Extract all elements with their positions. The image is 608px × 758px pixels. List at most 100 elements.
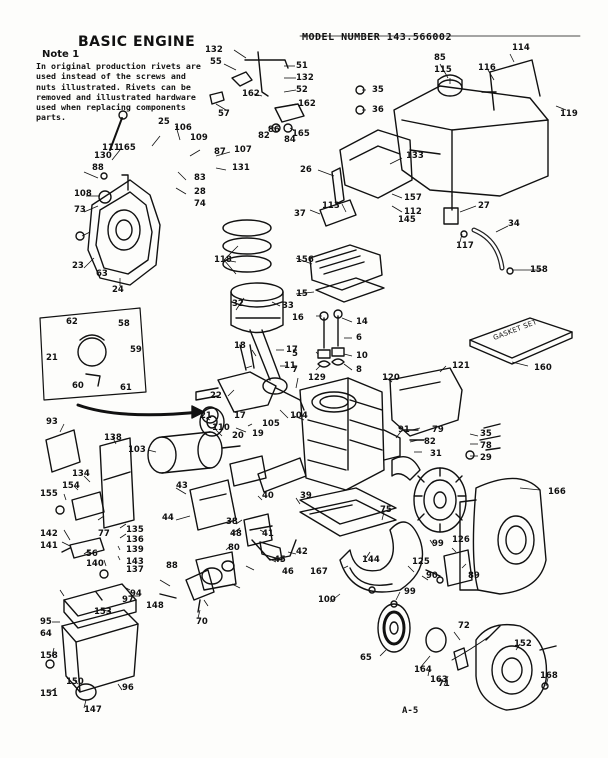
callout-number: 137 [126, 565, 144, 575]
callout-number: 147 [84, 705, 102, 715]
callout-number: 45 [274, 555, 286, 565]
callout-number: 107 [234, 145, 252, 155]
callout-number: 99 [432, 539, 444, 549]
callout-number: 106 [174, 123, 192, 133]
flywheel-part [199, 407, 225, 437]
callout-number: 71 [438, 679, 450, 689]
callout-number: 144 [362, 555, 380, 565]
callout-number: 75 [380, 505, 392, 515]
callout-number: 37 [294, 209, 306, 219]
callout-number: 156 [296, 255, 314, 265]
callout-number: 158 [40, 651, 58, 661]
callout-number: 27 [478, 201, 490, 211]
callout-number: 145 [398, 215, 416, 225]
callout-number: 103 [128, 445, 146, 455]
callout-number: 46 [282, 567, 294, 577]
callout-number: 96 [122, 683, 134, 693]
head-bracket-part [331, 129, 413, 205]
callout-number: 55 [210, 57, 222, 67]
control-panel-part [45, 429, 135, 529]
callout-number: 139 [126, 545, 144, 555]
callout-number: 15 [296, 289, 308, 299]
callout-number: 20 [232, 431, 244, 441]
callout-number: 115 [434, 65, 452, 75]
callout-number: 121 [452, 361, 470, 371]
callout-number: 62 [66, 317, 78, 327]
throttle-parts [61, 537, 109, 579]
callout-number: 165 [292, 129, 310, 139]
callout-number: 56 [86, 549, 98, 559]
callout-number: 109 [190, 133, 208, 143]
callout-number: 72 [458, 621, 470, 631]
callout-number: 136 [126, 535, 144, 545]
callout-number: 168 [540, 671, 558, 681]
callout-number: 16 [292, 313, 304, 323]
callout-number: 110 [212, 423, 230, 433]
callout-number: 99 [404, 587, 416, 597]
callout-number: 51 [296, 61, 308, 71]
callout-number: 105 [262, 419, 280, 429]
callout-number: 116 [478, 63, 496, 73]
callout-number: 88 [92, 163, 104, 173]
note-heading: Note 1 [42, 49, 80, 60]
callout-number: 113 [322, 201, 340, 211]
callout-number: 93 [46, 417, 58, 427]
callout-number: 95 [40, 617, 52, 627]
callout-number: 143 [126, 557, 144, 567]
callout-number: 166 [548, 487, 566, 497]
callout-number: 126 [452, 535, 470, 545]
starter-pulley-part [377, 600, 447, 653]
intake-parts [221, 525, 283, 572]
callout-number: 73 [74, 205, 86, 215]
callout-number: 61 [120, 383, 132, 393]
callout-number: 78 [480, 441, 492, 451]
leader-lines [49, 49, 567, 709]
callout-number: 148 [146, 601, 164, 611]
callout-number: 131 [232, 163, 250, 173]
callout-number: 23 [72, 261, 84, 271]
callout-number: 18 [234, 341, 246, 351]
callout-number: 138 [104, 433, 122, 443]
muffler-part [147, 431, 241, 474]
crankcase-cover-part [87, 110, 161, 286]
governor-linkage-part [209, 51, 305, 133]
callout-number: 132 [296, 73, 314, 83]
note-text: In original production rivets are used i… [36, 61, 201, 123]
callout-number: 112 [404, 207, 422, 217]
base-gasket-part [299, 499, 397, 537]
callout-number: 91 [398, 425, 410, 435]
callout-number: 38 [226, 517, 238, 527]
callout-number: 6 [356, 333, 362, 343]
callout-number: 108 [74, 189, 92, 199]
callout-number: 158 [530, 265, 548, 275]
callout-number: 26 [300, 165, 312, 175]
callout-number: 42 [296, 547, 308, 557]
callout-number: 59 [130, 345, 142, 355]
callout-number: 39 [300, 491, 312, 501]
callout-number: 84 [284, 135, 296, 145]
callout-number: 52 [296, 85, 308, 95]
callout-number: 125 [412, 557, 430, 567]
valve-parts [317, 309, 345, 368]
callout-number: 32 [232, 299, 244, 309]
cylinder-block-part [299, 377, 401, 525]
connecting-rod-part [239, 329, 288, 395]
callout-number: 133 [406, 151, 424, 161]
callout-number: 117 [456, 241, 474, 251]
callout-number: 130 [94, 151, 112, 161]
callout-number: 43 [176, 481, 188, 491]
callout-number: 104 [290, 411, 308, 421]
callout-number: 80 [228, 543, 240, 553]
callout-number: 152 [514, 639, 532, 649]
callout-number: 57 [218, 109, 230, 119]
callout-number: 111 [102, 143, 120, 153]
callout-number: 83 [194, 173, 206, 183]
callout-number: 153 [94, 607, 112, 617]
callout-number: 8 [356, 365, 362, 375]
ignition-inset-part [39, 307, 205, 419]
callout-number: 167 [310, 567, 328, 577]
callout-number: 87 [214, 147, 226, 157]
callout-number: 17 [286, 345, 298, 355]
callout-number: 74 [194, 199, 206, 209]
